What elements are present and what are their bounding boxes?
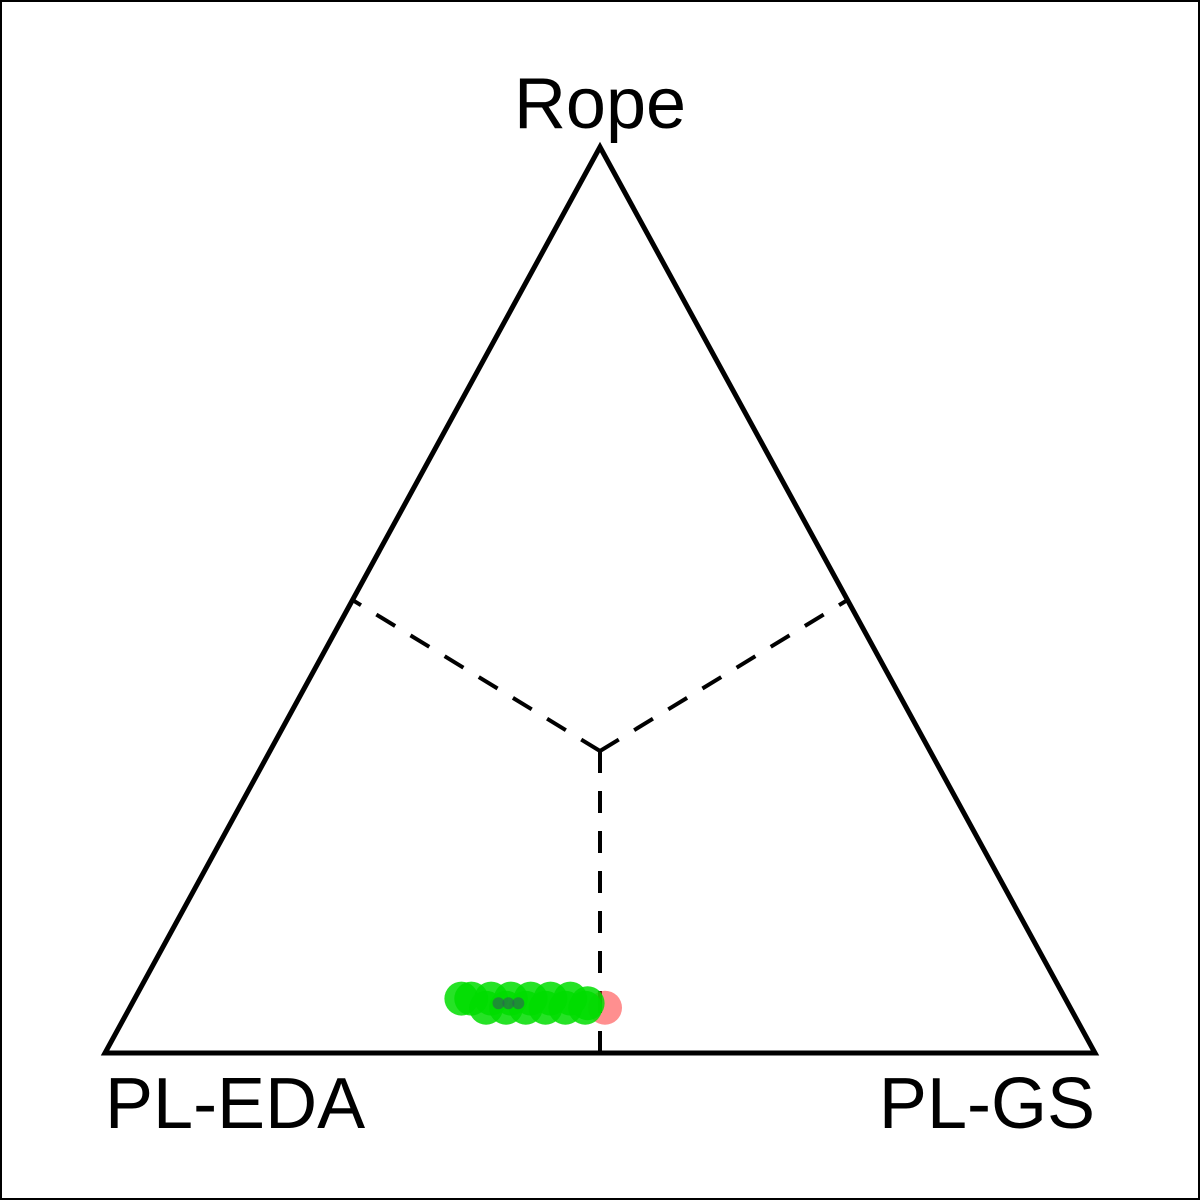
vertex-label-left: PL-EDA	[105, 1064, 365, 1144]
vertex-label-top: Rope	[514, 64, 686, 144]
points-layer	[444, 981, 622, 1025]
guide-left	[351, 598, 602, 753]
data-point-series3-3	[512, 997, 525, 1010]
ternary-triangle	[100, 141, 1100, 1056]
vertex-label-right: PL-GS	[879, 1064, 1095, 1144]
data-point-series3-1	[492, 997, 505, 1010]
data-point-series2-14	[570, 986, 605, 1021]
data-point-series3-2	[502, 997, 515, 1010]
guide-layer	[351, 598, 849, 1053]
guide-right	[598, 598, 849, 753]
